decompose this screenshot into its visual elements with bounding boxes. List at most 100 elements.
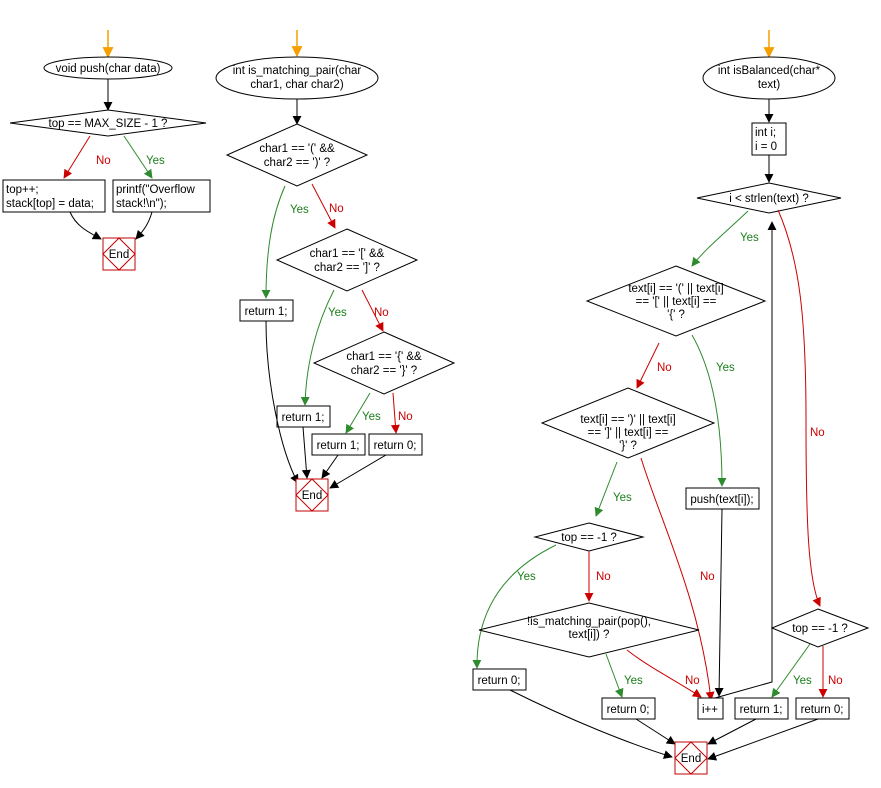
end-label: End [302,490,322,502]
loop-decision [696,182,842,214]
return-0-empty-text: return 0; [478,675,521,687]
balanced-signature-line: text) [758,79,781,91]
mismatch-decision [478,602,700,658]
no-label: No [596,571,611,583]
yes-label: Yes [517,571,536,583]
matching-return-1-text: return 1; [282,412,325,424]
brace-pair-condition: char2 == '}' ? [351,365,417,377]
connector [329,454,387,489]
bracket-pair-condition: char1 == '[' && [310,248,385,260]
open-bracket-condition: == '[' || text[i] == [636,296,717,308]
loop-back-edge [714,221,777,699]
no-edge [626,649,702,698]
mismatch-condition: text[i]) ? [569,629,610,641]
return-0-mismatch [601,697,656,720]
paren-pair-condition: char2 == ')' ? [264,157,330,169]
yes-edge [261,185,286,299]
balanced-end-node: End [674,741,708,775]
no-edge [777,209,821,607]
end-label: End [681,753,701,765]
no-label: No [810,427,825,439]
close-bracket-decision [540,387,716,459]
init-line: i = 0 [755,141,777,153]
push-store-line: stack[top] = data; [6,198,94,210]
no-edge [640,457,715,701]
yes-label: Yes [716,362,735,374]
matching-return-0 [368,433,423,456]
connector [301,426,311,479]
push-store-process [2,179,106,213]
increment-text: i++ [702,704,718,716]
close-bracket-condition: text[i] == ')' || text[i] [580,414,675,426]
bracket-pair-condition: char2 == ']' ? [314,262,380,274]
push-overflow-line: stack!\n"); [116,198,167,210]
close-bracket-condition: == ']' || text[i] == [588,427,669,439]
matching-return-1-text: return 1; [317,440,360,452]
yes-edge [771,643,811,698]
yes-edge [594,461,618,517]
yes-label: Yes [613,492,632,504]
final-stack-decision [770,608,870,648]
return-1-balanced-text: return 1; [740,704,783,716]
no-label: No [657,362,672,374]
push-end-node: End [102,237,136,271]
matching-signature-line: int is_matching_pair(char [233,65,362,77]
balanced-signature-node [702,56,836,100]
is-balanced-flowchart: int isBalanced(char* text) int i; i = 0 … [472,30,870,775]
push-overflow-condition: top == MAX_SIZE - 1 ? [49,118,168,130]
no-edge [390,392,400,434]
matching-pair-flowchart: int is_matching_pair(char char1, char ch… [215,30,456,512]
no-label: No [329,203,344,215]
end-label: End [109,249,129,261]
return-0-unbalanced-text: return 0; [801,704,844,716]
connector [635,718,676,745]
push-call-process [685,487,760,510]
connector [707,718,819,761]
paren-pair-condition: char1 == '(' && [259,143,335,155]
yes-label: Yes [290,204,309,216]
yes-label: Yes [793,675,812,687]
connector [265,320,299,484]
yes-label: Yes [740,232,759,244]
yes-edge [691,334,727,487]
open-bracket-condition: text[i] == '(' || text[i] [628,283,723,295]
yes-label: Yes [624,675,643,687]
matching-return-1 [311,433,366,456]
no-label: No [374,307,389,319]
return-0-unbalanced [795,697,850,720]
matching-end-node: End [295,478,329,512]
yes-label: Yes [328,307,347,319]
push-flowchart: void push(char data) top == MAX_SIZE - 1… [2,30,211,271]
no-edge [636,342,660,389]
yes-edge [691,210,749,267]
yes-edge [605,653,624,698]
yes-edge [345,392,371,434]
matching-return-1-text: return 1; [245,306,288,318]
balanced-signature-line: int isBalanced(char* [718,65,821,77]
no-label: No [828,675,843,687]
loop-condition: i < strlen(text) ? [729,193,809,205]
open-bracket-decision [585,265,767,337]
push-overflow-line: printf("Overflow [116,184,196,196]
return-0-mismatch-text: return 0; [607,704,650,716]
yes-label: Yes [146,155,165,167]
brace-pair-decision [312,331,456,395]
no-edge [361,289,384,332]
yes-edge [300,289,335,406]
paren-pair-decision [225,123,369,187]
connector [321,454,339,479]
mismatch-condition: !is_matching_pair(pop(), [527,616,651,628]
push-store-line: top++; [6,184,39,196]
matching-return-0-text: return 0; [374,440,417,452]
bracket-pair-decision [275,228,419,292]
yes-edge [472,544,557,669]
final-stack-condition: top == -1 ? [792,623,848,635]
open-bracket-condition: '{' ? [667,309,685,321]
connector [707,718,757,745]
brace-pair-condition: char1 == '{' && [346,351,422,363]
no-edge [311,183,336,229]
connector [509,689,673,759]
no-edge [63,135,91,179]
yes-edge [123,135,153,179]
